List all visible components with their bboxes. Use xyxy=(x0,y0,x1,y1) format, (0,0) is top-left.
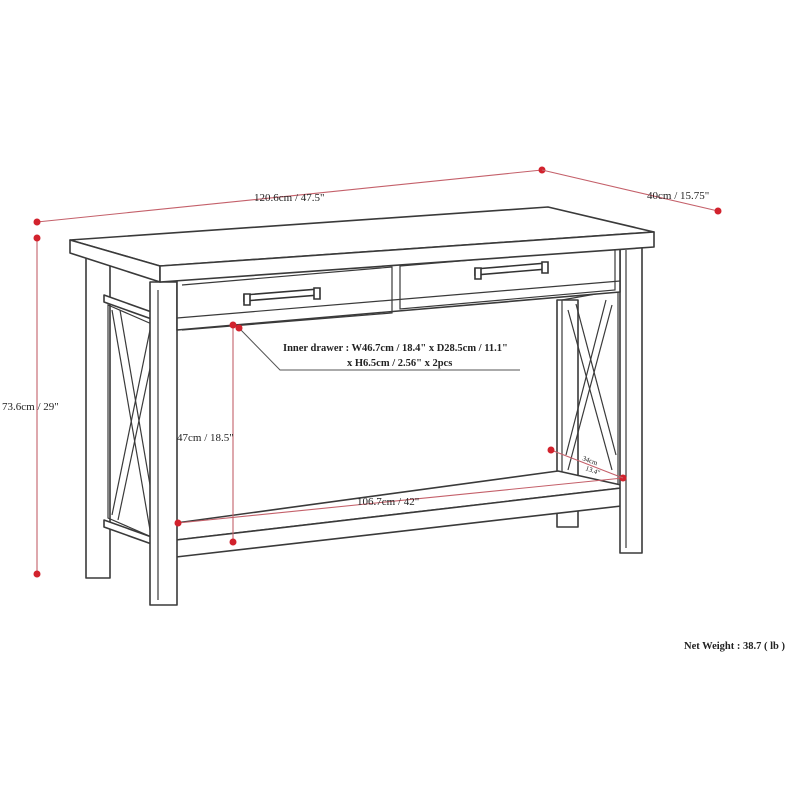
overall-depth-line xyxy=(541,169,719,212)
back-left-leg xyxy=(85,257,111,579)
shelf-depth-marker xyxy=(547,446,555,454)
overall-width-line xyxy=(36,169,543,223)
overall-height-marker-top xyxy=(33,234,41,242)
dimension-lines xyxy=(33,166,722,578)
shelf-width-label: 106.7cm / 42" xyxy=(357,496,419,508)
overall-height-label: 73.6cm / 29" xyxy=(2,401,59,413)
overall-width-label: 120.6cm / 47.5" xyxy=(254,192,325,204)
overall-height-marker-bottom xyxy=(33,570,41,578)
shelf-height-marker-top xyxy=(229,321,237,329)
inner-drawer-marker xyxy=(235,324,243,332)
inner-drawer-leader xyxy=(238,327,520,371)
left-side-x-panel xyxy=(103,294,161,548)
net-weight-label: Net Weight : 38.7 ( lb ) xyxy=(684,641,786,652)
overall-width-marker-left xyxy=(33,218,41,226)
front-left-leg xyxy=(149,281,178,606)
overall-depth-marker xyxy=(714,207,722,215)
shelf-width-line xyxy=(177,477,624,524)
drawer-handle-left xyxy=(243,287,321,306)
shelf-height-label: 47cm / 18.5" xyxy=(177,432,234,444)
console-table xyxy=(69,206,655,606)
inner-drawer-label-line1: Inner drawer : W46.7cm / 18.4" x D28.5cm… xyxy=(283,343,508,354)
shelf-depth-line xyxy=(550,449,624,479)
drawer-handle-right xyxy=(474,261,549,280)
dimension-labels: 120.6cm / 47.5" 40cm / 15.75" 73.6cm / 2… xyxy=(2,190,786,652)
shelf-height-marker-bottom xyxy=(229,538,237,546)
shelf-width-marker-left xyxy=(174,519,182,527)
table-top xyxy=(69,206,655,283)
front-right-leg xyxy=(619,239,643,554)
inner-drawer-label-line2: x H6.5cm / 2.56" x 2pcs xyxy=(347,358,452,369)
overall-depth-label: 40cm / 15.75" xyxy=(647,190,709,202)
shelf-depth-label-in: 13.4" xyxy=(584,464,601,477)
